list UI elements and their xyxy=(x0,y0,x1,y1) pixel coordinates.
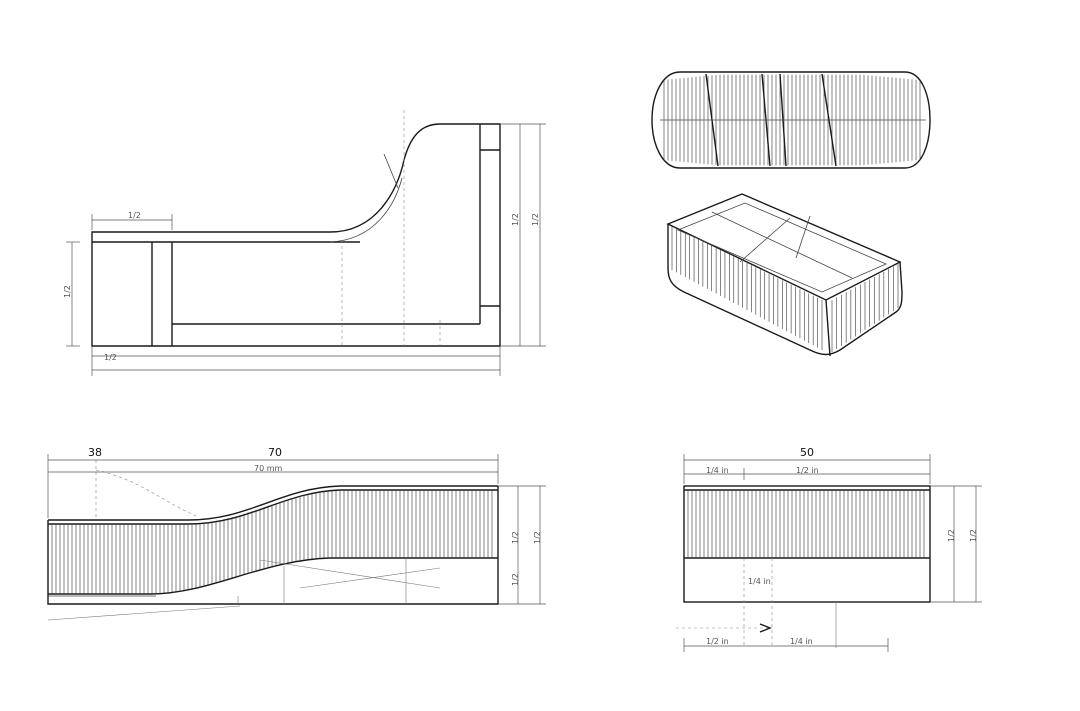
front-hatching xyxy=(687,490,925,558)
tray-isometric xyxy=(666,193,903,357)
plan-dim-bottom-label: 1/2 xyxy=(104,353,117,362)
side-dim-top-label: 38 xyxy=(88,446,102,459)
front-dim-bottom-right-label: 1/4 in xyxy=(790,637,813,646)
plan-dim-top-label: 1/2 xyxy=(128,211,141,220)
plan-dim-right-a-label: 1/2 xyxy=(511,213,520,226)
front-dim-side-a-label: 1/2 xyxy=(947,529,956,542)
side-hatch-bottom xyxy=(48,557,498,595)
side-elevation: 38 70 70 mm 1/2 1/2 1/2 xyxy=(47,446,546,621)
tray-front-face xyxy=(667,224,903,356)
tray-inner-rim xyxy=(676,202,888,293)
plan-inner-curve xyxy=(329,177,403,243)
side-hatching xyxy=(51,490,493,594)
side-dim-right-b-label: 1/2 xyxy=(533,531,542,544)
side-hidden-2 xyxy=(95,469,197,517)
tray-divider-a xyxy=(711,211,853,279)
front-frame xyxy=(683,485,931,603)
cylinder-body xyxy=(651,71,931,169)
tray-hatching xyxy=(671,226,899,352)
side-dim-right-a-label: 1/2 xyxy=(511,531,520,544)
front-elevation: 1/4 in 50 1/4 in 1/2 in 1/2 1/2 1/2 in 1… xyxy=(676,446,982,652)
plan-dim-left-label: 1/2 xyxy=(63,285,72,298)
side-construct-2 xyxy=(299,567,441,589)
plan-dim-right-b-label: 1/2 xyxy=(531,213,540,226)
side-dim-left-low-label: 1/2 xyxy=(511,573,520,586)
front-dim-bottom-left-label: 1/2 in xyxy=(706,637,729,646)
front-leader-arrow xyxy=(759,623,772,633)
front-dim-side-b-label: 1/2 xyxy=(969,529,978,542)
side-dim-mid-label: 70 mm xyxy=(254,464,283,473)
side-top-edge xyxy=(48,485,498,521)
front-dim-total-label: 50 xyxy=(800,446,814,459)
side-frame xyxy=(47,486,499,605)
front-dim-left-label: 1/4 in xyxy=(706,466,729,475)
side-dim-total-label: 70 xyxy=(268,446,282,459)
plan-outline xyxy=(91,123,501,347)
plan-leader xyxy=(383,153,399,189)
tray-leader xyxy=(795,215,811,259)
cylinder-isometric xyxy=(651,71,931,169)
front-dim-inner-label: 1/4 in xyxy=(748,577,771,586)
side-top-edge-inner xyxy=(48,489,498,525)
front-dim-right-label: 1/2 in xyxy=(796,466,819,475)
side-ground-line xyxy=(47,605,241,621)
tray-divider-b xyxy=(739,217,791,263)
tray-corner-edge xyxy=(825,299,831,357)
plan-view: 1/2 1/2 1/2 1/2 1/2 xyxy=(63,110,546,376)
side-construct-1 xyxy=(259,559,441,589)
